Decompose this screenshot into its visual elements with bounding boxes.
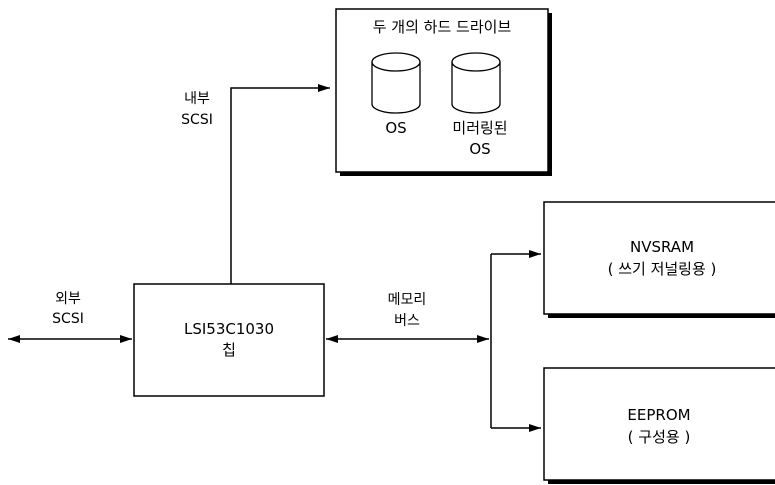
chip-label-line1: LSI53C1030 (184, 320, 274, 338)
disk-mirrored-label-line2: OS (469, 140, 490, 158)
internal-scsi-label-line1: 내부 (184, 91, 210, 107)
eeprom-label-line1: EEPROM (627, 406, 690, 424)
disk-mirrored-label-line1: 미러링된 (452, 119, 507, 137)
internal-scsi-line (230, 84, 330, 284)
disk-os-label: OS (385, 119, 406, 137)
chip-label-line2: 칩 (222, 341, 236, 359)
nvsram-box: NVSRAM ( 쓰기 저널링용 ) (543, 201, 775, 318)
internal-scsi-label-line2: SCSI (181, 112, 213, 128)
chip-box: LSI53C1030 칩 (133, 283, 325, 397)
eeprom-label-line2: ( 구성용 ) (628, 428, 691, 446)
disk-mirrored-icon (451, 52, 501, 114)
external-scsi-label-line2: SCSI (52, 311, 84, 327)
nvsram-label-line2: ( 쓰기 저널링용 ) (608, 260, 717, 278)
disk-os-icon (371, 52, 421, 114)
drives-box-title: 두 개의 하드 드라이브 (373, 18, 512, 36)
nvsram-label-line1: NVSRAM (630, 238, 694, 256)
chip-box-frame (133, 283, 325, 397)
external-scsi-label-line1: 외부 (55, 291, 81, 307)
memory-bus-label-line2: 버스 (394, 313, 420, 329)
memory-bus-label-line1: 메모리 (388, 292, 427, 308)
drives-box: 두 개의 하드 드라이브 OS 미러링된 OS (335, 8, 552, 176)
drives-box-frame (335, 8, 549, 173)
eeprom-box: EEPROM ( 구성용 ) (543, 367, 775, 484)
nvsram-box-frame (543, 201, 775, 315)
eeprom-box-frame (543, 367, 775, 481)
